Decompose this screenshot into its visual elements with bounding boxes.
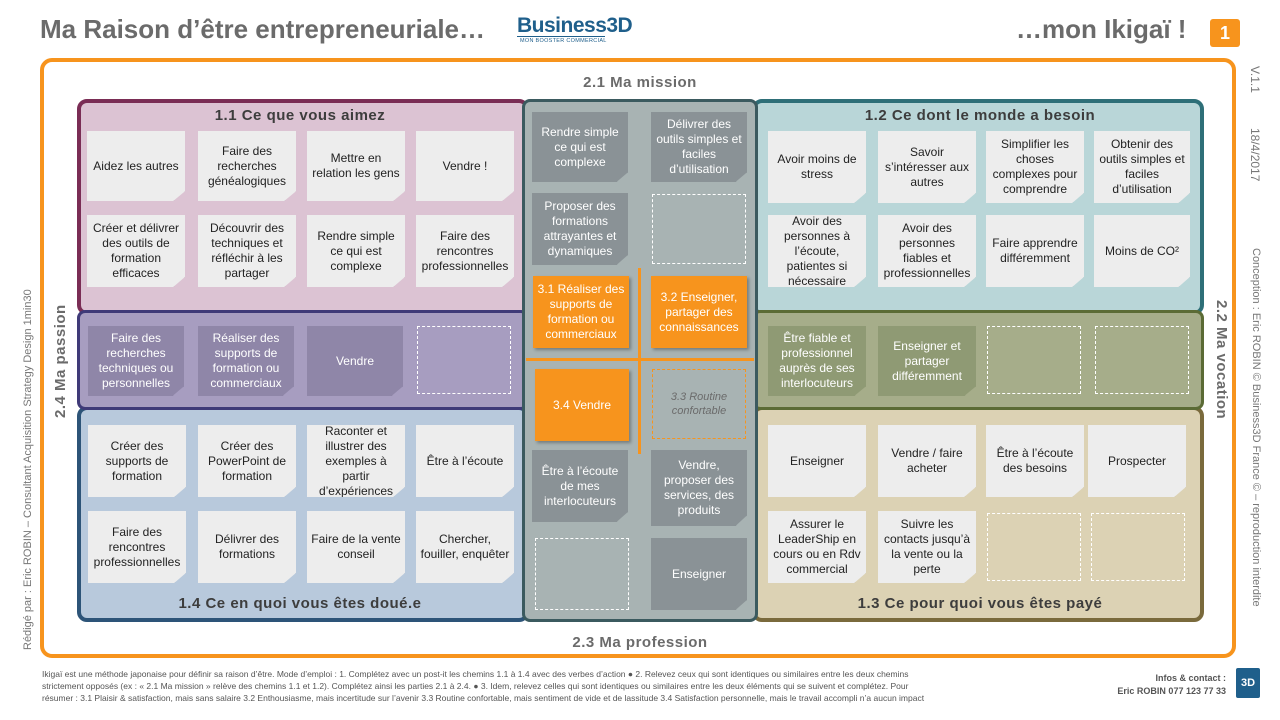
- post-it-note[interactable]: Créer des supports de formation: [88, 425, 186, 497]
- empty-note-slot[interactable]: [417, 326, 511, 394]
- center-routine-slot[interactable]: 3.3 Routine confortable: [652, 369, 746, 439]
- contact-info: Infos & contact : Eric ROBIN 077 123 77 …: [1100, 672, 1226, 698]
- post-it-note[interactable]: Simplifier les choses complexes pour com…: [986, 131, 1084, 203]
- empty-note-slot[interactable]: [652, 194, 746, 264]
- post-it-note[interactable]: Faire des recherches généalogiques: [198, 131, 296, 201]
- post-it-note[interactable]: Chercher, fouiller, enquêter: [416, 511, 514, 583]
- post-it-note[interactable]: Faire des rencontres professionnelles: [88, 511, 186, 583]
- brand-logo: Business3D: [517, 14, 633, 37]
- post-it-note[interactable]: Rendre simple ce qui est complexe: [532, 112, 628, 182]
- author-credit: Rédigé par : Eric ROBIN – Consultant Acq…: [22, 289, 34, 650]
- post-it-note[interactable]: Rendre simple ce qui est complexe: [307, 215, 405, 287]
- post-it-note[interactable]: Avoir des personnes à l’écoute, patiente…: [768, 215, 866, 287]
- post-it-note[interactable]: Prospecter: [1088, 425, 1186, 497]
- post-it-note[interactable]: Réaliser des supports de formation ou co…: [198, 326, 294, 396]
- profession-label: 2.3 Ma profession: [572, 634, 708, 651]
- post-it-note[interactable]: Enseigner: [651, 538, 747, 610]
- post-it-note[interactable]: Mettre en relation les gens: [307, 131, 405, 201]
- post-it-note[interactable]: Vendre / faire acheter: [878, 425, 976, 497]
- post-it-note[interactable]: Vendre !: [416, 131, 514, 201]
- ikigai-frame: [40, 58, 1236, 658]
- page-number-badge: 1: [1210, 19, 1240, 47]
- post-it-note[interactable]: Faire de la vente conseil: [307, 511, 405, 583]
- post-it-note[interactable]: Assurer le LeaderShip en cours ou en Rdv…: [768, 511, 866, 583]
- post-it-note[interactable]: Enseigner et partager différemment: [878, 326, 976, 396]
- version-label: V.1.1: [1248, 66, 1262, 93]
- post-it-note[interactable]: Créer et délivrer des outils de formatio…: [87, 215, 185, 287]
- empty-note-slot[interactable]: [1091, 513, 1185, 581]
- post-it-note[interactable]: Délivrer des formations: [198, 511, 296, 583]
- contact-label: Infos & contact :: [1155, 673, 1226, 683]
- center-enthusiasm-note[interactable]: 3.2 Enseigner, partager des connaissance…: [651, 276, 747, 348]
- mission-label: 2.1 Ma mission: [583, 74, 697, 91]
- post-it-note[interactable]: Créer des PowerPoint de formation: [198, 425, 296, 497]
- post-it-note[interactable]: Proposer des formations attrayantes et d…: [532, 193, 628, 265]
- business3d-logo-icon: 3D: [1236, 668, 1260, 698]
- post-it-note[interactable]: Avoir des personnes fiables et professio…: [878, 215, 976, 287]
- quadrant-title-world-needs: 1.2 Ce dont le monde a besoin: [864, 107, 1096, 124]
- center-pleasure-note[interactable]: 3.1 Réaliser des supports de formation o…: [533, 276, 629, 348]
- page-title: Ma Raison d’être entrepreneuriale…: [40, 14, 486, 44]
- post-it-note[interactable]: Avoir moins de stress: [768, 131, 866, 203]
- post-it-note[interactable]: Être à l’écoute: [416, 425, 514, 497]
- center-cross-vertical: [638, 268, 641, 454]
- brand-tagline: MON BOOSTER COMMERCIAL: [520, 38, 607, 44]
- quadrant-title-love: 1.1 Ce que vous aimez: [214, 107, 386, 124]
- instructions-line: Ikigaï est une méthode japonaise pour dé…: [42, 669, 909, 679]
- empty-note-slot[interactable]: [535, 538, 629, 610]
- post-it-note[interactable]: Vendre: [307, 326, 403, 396]
- copyright-label: Conception : Eric ROBIN © Business3D Fra…: [1250, 248, 1262, 607]
- post-it-note[interactable]: Faire des rencontres professionnelles: [416, 215, 514, 287]
- page-title-right: …mon Ikigaï !: [1016, 14, 1187, 44]
- post-it-note[interactable]: Vendre, proposer des services, des produ…: [651, 450, 747, 526]
- empty-note-slot[interactable]: [1095, 326, 1189, 394]
- post-it-note[interactable]: Suivre les contacts jusqu’à la vente ou …: [878, 511, 976, 583]
- post-it-note[interactable]: Être à l’écoute de mes interlocuteurs: [532, 450, 628, 522]
- brand-underline: [517, 36, 605, 37]
- post-it-note[interactable]: Découvrir des techniques et réfléchir à …: [198, 215, 296, 287]
- empty-note-slot[interactable]: [987, 513, 1081, 581]
- quadrant-title-good-at: 1.4 Ce en quoi vous êtes doué.e: [178, 595, 422, 612]
- post-it-note[interactable]: Raconter et illustrer des exemples à par…: [307, 425, 405, 497]
- instructions-line: résumer : 3.1 Plaisir & satisfaction, ma…: [42, 693, 925, 703]
- center-satisfaction-note[interactable]: 3.4 Vendre: [535, 369, 629, 441]
- contact-value: Eric ROBIN 077 123 77 33: [1117, 686, 1226, 696]
- post-it-note[interactable]: Savoir s’intéresser aux autres: [878, 131, 976, 203]
- post-it-note[interactable]: Aidez les autres: [87, 131, 185, 201]
- post-it-note[interactable]: Être fiable et professionnel auprès de s…: [768, 326, 866, 396]
- instructions-line: strictement opposés (ex : « 2.1 Ma missi…: [42, 681, 909, 691]
- post-it-note[interactable]: Enseigner: [768, 425, 866, 497]
- vocation-label: 2.2 Ma vocation: [1213, 300, 1230, 420]
- post-it-note[interactable]: Obtenir des outils simples et faciles d’…: [1094, 131, 1190, 203]
- instructions-footer: Ikigaï est une méthode japonaise pour dé…: [42, 668, 1082, 704]
- quadrant-title-paid-for: 1.3 Ce pour quoi vous êtes payé: [857, 595, 1103, 612]
- post-it-note[interactable]: Être à l’écoute des besoins: [986, 425, 1084, 497]
- post-it-note[interactable]: Délivrer des outils simples et faciles d…: [651, 112, 747, 182]
- post-it-note[interactable]: Faire apprendre différemment: [986, 215, 1084, 287]
- date-label: 18/4/2017: [1248, 128, 1262, 182]
- empty-note-slot[interactable]: [987, 326, 1081, 394]
- passion-label: 2.4 Ma passion: [52, 304, 69, 418]
- post-it-note[interactable]: Faire des recherches techniques ou perso…: [88, 326, 184, 396]
- post-it-note[interactable]: Moins de CO²: [1094, 215, 1190, 287]
